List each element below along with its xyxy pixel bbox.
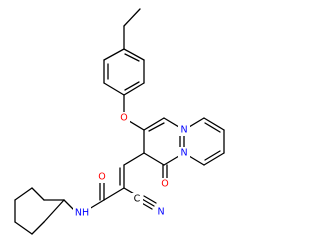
bond xyxy=(123,82,145,96)
bond-layer xyxy=(14,8,225,235)
bond xyxy=(14,187,33,201)
bond xyxy=(43,199,65,223)
bond xyxy=(143,195,157,204)
bond xyxy=(143,152,165,166)
atom-label: N xyxy=(180,125,187,136)
bond-double-inner xyxy=(204,150,221,161)
atom-pyrimidine-nitrogen: N xyxy=(178,124,190,136)
bond xyxy=(103,48,125,61)
bond xyxy=(141,198,155,207)
atom-amide-nitrogen: NH xyxy=(73,207,91,219)
bond-double-inner xyxy=(124,81,140,91)
atom-nitrile-nitrogen: N xyxy=(155,206,167,218)
atom-label: NH xyxy=(75,208,89,219)
atom-nitrile-carbon: C xyxy=(131,193,143,205)
bond xyxy=(103,187,125,201)
atom-ketone-oxygen: O xyxy=(159,178,171,190)
atom-label: O xyxy=(161,179,168,190)
molecule-structure-diagram: O N N O O C N NH xyxy=(14,8,225,235)
bond xyxy=(88,199,105,210)
atom-ether-oxygen: O xyxy=(118,112,130,124)
bond xyxy=(123,8,141,27)
atom-label: N xyxy=(157,207,164,218)
bond xyxy=(143,117,165,131)
atom-label-layer: O N N O O C N NH xyxy=(73,112,190,219)
bond-double-inner xyxy=(148,122,165,132)
bond xyxy=(31,187,45,201)
bond xyxy=(14,221,33,235)
bond xyxy=(31,221,45,235)
bond xyxy=(203,117,225,131)
bond xyxy=(123,152,145,166)
bond xyxy=(103,82,125,96)
bond-double-inner xyxy=(204,122,221,133)
bond xyxy=(203,152,225,166)
atom-label: N xyxy=(180,148,187,159)
atom-label: C xyxy=(134,194,141,205)
atom-label: O xyxy=(120,113,127,124)
atom-amide-oxygen: O xyxy=(96,171,108,183)
atom-bridgehead-nitrogen: N xyxy=(178,147,190,159)
bond xyxy=(123,48,145,61)
atom-label: O xyxy=(98,172,105,183)
bond-double-inner xyxy=(124,53,140,62)
